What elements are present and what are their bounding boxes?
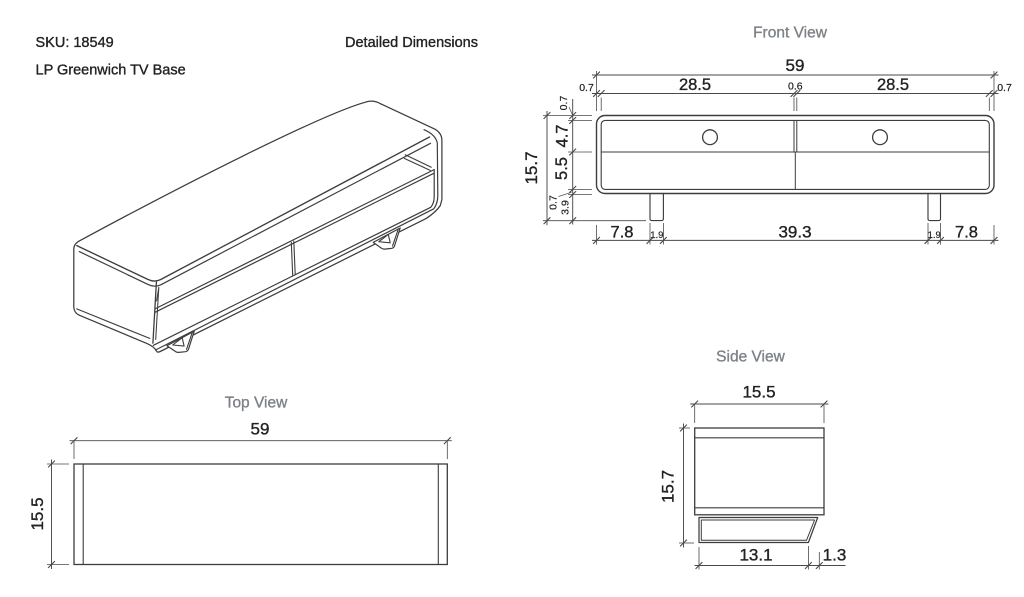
svg-text:1.9: 1.9 [928,230,941,241]
svg-text:0.7: 0.7 [997,82,1012,94]
svg-text:5.5: 5.5 [553,157,571,180]
svg-text:0.7: 0.7 [548,195,560,210]
svg-text:59: 59 [251,420,270,439]
svg-text:28.5: 28.5 [877,76,909,94]
svg-text:7.8: 7.8 [611,224,634,242]
svg-text:0.7: 0.7 [579,82,594,94]
svg-text:28.5: 28.5 [679,76,711,94]
svg-text:1.3: 1.3 [823,546,847,565]
svg-text:39.3: 39.3 [778,223,811,242]
svg-text:Top View: Top View [225,395,288,412]
svg-text:LP Greenwich TV Base: LP Greenwich TV Base [36,63,186,79]
svg-text:4.7: 4.7 [553,125,571,148]
svg-text:59: 59 [786,56,805,75]
svg-text:15.7: 15.7 [659,470,678,503]
svg-text:15.5: 15.5 [28,497,47,530]
svg-text:7.8: 7.8 [955,224,978,242]
svg-text:Detailed Dimensions: Detailed Dimensions [345,35,478,51]
svg-text:13.1: 13.1 [739,546,772,565]
svg-text:15.7: 15.7 [522,151,541,184]
svg-text:15.5: 15.5 [742,383,775,402]
svg-text:Side View: Side View [716,349,785,366]
svg-text:1.9: 1.9 [650,230,663,241]
svg-text:SKU: 18549: SKU: 18549 [36,35,114,51]
svg-text:0.6: 0.6 [788,81,803,93]
svg-text:0.7: 0.7 [558,96,570,111]
svg-text:Front View: Front View [753,25,828,42]
svg-text:3.9: 3.9 [560,200,572,215]
